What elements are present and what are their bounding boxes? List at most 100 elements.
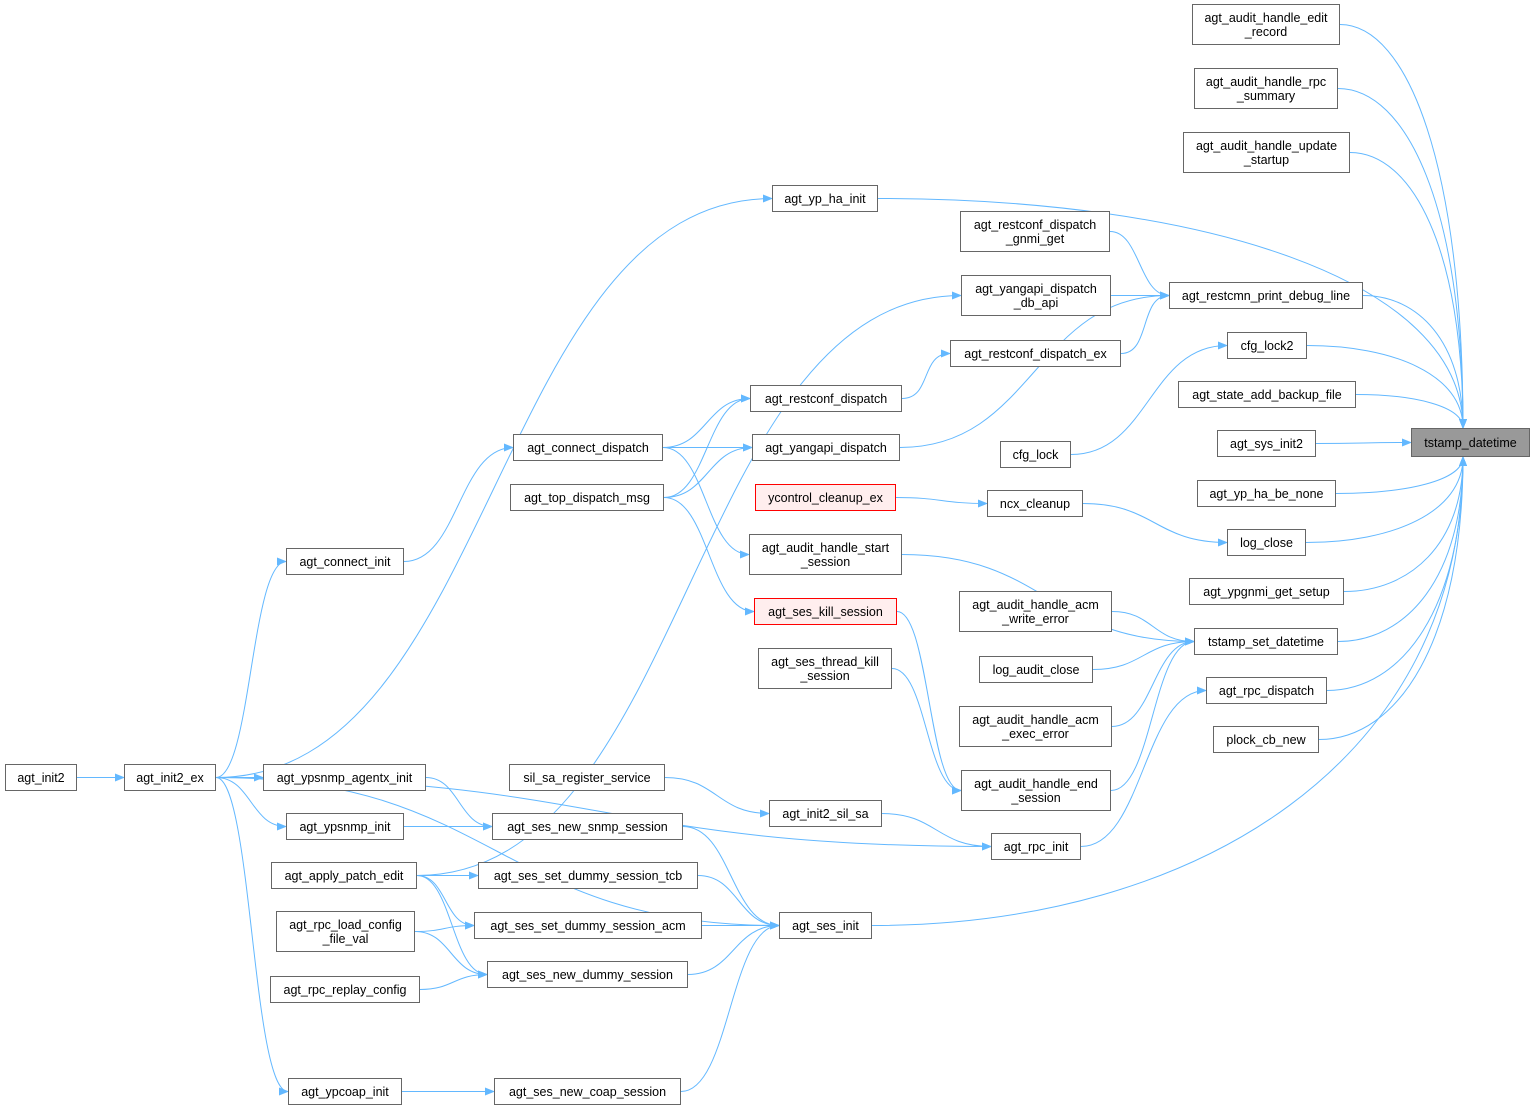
graph-node-restconf-ex[interactable]: agt_restconf_dispatch_ex <box>950 340 1121 367</box>
graph-node-be-none[interactable]: agt_yp_ha_be_none <box>1197 480 1336 507</box>
edge-thread-kill-to-end-session <box>891 668 962 795</box>
edge-ycontrol-cleanup-to-ncx-cleanup <box>895 497 988 508</box>
graph-node-restconf-dispatch[interactable]: agt_restconf_dispatch <box>750 385 902 412</box>
edge-plock-cb-new-to-tstamp-datetime <box>1318 456 1467 740</box>
graph-node-load-config[interactable]: agt_rpc_load_config _file_val <box>276 911 415 952</box>
graph-node-label: agt_rpc_dispatch <box>1218 683 1315 698</box>
graph-node-set-datetime[interactable]: tstamp_set_datetime <box>1194 628 1338 655</box>
graph-node-label: agt_init2_sil_sa <box>782 806 869 821</box>
edge-log-close-to-tstamp-datetime <box>1305 456 1467 543</box>
graph-node-dummy-tcb[interactable]: agt_ses_set_dummy_session_tcb <box>478 862 698 889</box>
graph-node-label: agt_rpc_init <box>1003 839 1069 854</box>
graph-node-label: agt_ses_kill_session <box>768 604 883 619</box>
graph-node-yangapi-dispatch[interactable]: agt_yangapi_dispatch <box>752 434 900 461</box>
graph-node-apply-patch[interactable]: agt_apply_patch_edit <box>271 862 417 889</box>
edge-be-none-to-tstamp-datetime <box>1335 456 1467 494</box>
graph-node-label: agt_audit_handle_rpc _summary <box>1205 74 1327 103</box>
edge-init2-ex-to-connect-init <box>215 557 287 778</box>
graph-node-label: log_audit_close <box>992 662 1080 677</box>
graph-node-acm-write[interactable]: agt_audit_handle_acm _write_error <box>959 591 1112 632</box>
edge-sys-init2-to-tstamp-datetime <box>1315 438 1412 447</box>
edge-init2-ex-to-ypcoap-init <box>215 777 289 1096</box>
edge-connect-dispatch-to-restconf-dispatch <box>662 394 751 448</box>
graph-node-log-close[interactable]: log_close <box>1227 529 1306 556</box>
graph-node-label: agt_sys_init2 <box>1230 436 1303 451</box>
graph-node-ycontrol-cleanup[interactable]: ycontrol_cleanup_ex <box>755 484 896 511</box>
graph-node-cfg-lock[interactable]: cfg_lock <box>1000 441 1071 468</box>
graph-node-ncx-cleanup[interactable]: ncx_cleanup <box>987 490 1083 517</box>
graph-node-label: agt_rpc_load_config _file_val <box>289 917 402 946</box>
graph-node-label: agt_connect_init <box>299 554 391 569</box>
graph-node-label: agt_rpc_replay_config <box>283 982 407 997</box>
graph-node-yp-ha-init[interactable]: agt_yp_ha_init <box>772 185 878 212</box>
edge-load-config-to-dummy-session <box>414 931 488 979</box>
graph-node-coap-session[interactable]: agt_ses_new_coap_session <box>494 1078 681 1105</box>
edge-snmp-session-to-ses-init <box>682 826 780 930</box>
graph-node-start-session[interactable]: agt_audit_handle_start _session <box>749 534 902 575</box>
graph-node-dummy-session[interactable]: agt_ses_new_dummy_session <box>487 961 688 988</box>
graph-node-label: sil_sa_register_service <box>523 770 651 785</box>
graph-node-edit-record[interactable]: agt_audit_handle_edit _record <box>1192 4 1340 45</box>
graph-node-label: ncx_cleanup <box>999 496 1071 511</box>
edge-yangapi-dispatch-to-print-debug <box>899 291 1170 448</box>
graph-node-label: agt_connect_dispatch <box>527 440 649 455</box>
graph-node-tstamp-datetime[interactable]: tstamp_datetime <box>1411 428 1530 457</box>
graph-node-acm-exec[interactable]: agt_audit_handle_acm _exec_error <box>959 706 1112 747</box>
graph-node-ypsnmp-init[interactable]: agt_ypsnmp_init <box>286 813 404 840</box>
graph-node-dummy-acm[interactable]: agt_ses_set_dummy_session_acm <box>474 912 702 939</box>
edge-rpc-init-to-rpc-dispatch <box>1080 686 1207 847</box>
graph-node-gnmi-get[interactable]: agt_restconf_dispatch _gnmi_get <box>960 211 1110 252</box>
graph-node-connect-dispatch[interactable]: agt_connect_dispatch <box>513 434 663 461</box>
graph-node-log-audit-close[interactable]: log_audit_close <box>979 656 1093 683</box>
edge-end-session-to-set-datetime <box>1110 637 1195 791</box>
graph-node-ses-init[interactable]: agt_ses_init <box>779 912 872 939</box>
graph-node-connect-init[interactable]: agt_connect_init <box>286 548 404 575</box>
graph-node-rpc-init[interactable]: agt_rpc_init <box>991 833 1081 860</box>
edge-dummy-tcb-to-ses-init <box>697 875 780 930</box>
graph-node-label: agt_apply_patch_edit <box>284 868 404 883</box>
graph-node-update-startup[interactable]: agt_audit_handle_update _startup <box>1183 132 1350 173</box>
graph-node-top-dispatch[interactable]: agt_top_dispatch_msg <box>510 484 664 511</box>
edge-print-debug-to-tstamp-datetime <box>1362 295 1467 429</box>
graph-node-replay-config[interactable]: agt_rpc_replay_config <box>270 976 420 1003</box>
graph-node-label: agt_top_dispatch_msg <box>524 490 650 505</box>
graph-node-agentx-init[interactable]: agt_ypsnmp_agentx_init <box>263 764 426 791</box>
edge-kill-session-to-end-session <box>896 611 962 795</box>
edge-yp-ha-init-to-tstamp-datetime <box>877 198 1467 429</box>
graph-node-init2-sil-sa[interactable]: agt_init2_sil_sa <box>769 800 882 827</box>
graph-node-sil-sa-reg[interactable]: sil_sa_register_service <box>509 764 665 791</box>
edge-cfg-lock-to-cfg-lock2 <box>1070 341 1228 455</box>
graph-node-backup-file[interactable]: agt_state_add_backup_file <box>1178 381 1356 408</box>
graph-node-plock-cb-new[interactable]: plock_cb_new <box>1213 726 1319 753</box>
graph-node-sys-init2[interactable]: agt_sys_init2 <box>1217 430 1316 457</box>
graph-node-gnmi-setup[interactable]: agt_ypgnmi_get_setup <box>1189 578 1344 605</box>
graph-node-label: agt_yp_ha_be_none <box>1209 486 1324 501</box>
graph-node-label: agt_ses_init <box>792 918 859 933</box>
graph-node-label: agt_restconf_dispatch <box>764 391 888 406</box>
graph-node-print-debug[interactable]: agt_restcmn_print_debug_line <box>1169 282 1363 309</box>
graph-node-label: agt_state_add_backup_file <box>1192 387 1342 402</box>
edge-ses-init-to-tstamp-datetime <box>871 456 1467 926</box>
graph-node-end-session[interactable]: agt_audit_handle_end _session <box>961 770 1111 811</box>
edge-load-config-to-dummy-acm <box>414 921 475 932</box>
graph-node-kill-session[interactable]: agt_ses_kill_session <box>754 598 897 625</box>
graph-node-cfg-lock2[interactable]: cfg_lock2 <box>1227 332 1307 359</box>
graph-node-label: log_close <box>1240 535 1293 550</box>
graph-node-label: agt_restconf_dispatch_ex <box>964 346 1107 361</box>
graph-node-label: agt_ypgnmi_get_setup <box>1203 584 1330 599</box>
graph-node-label: agt_audit_handle_edit _record <box>1204 10 1328 39</box>
graph-node-rpc-dispatch[interactable]: agt_rpc_dispatch <box>1206 677 1327 704</box>
edge-replay-config-to-dummy-session <box>419 970 488 990</box>
graph-node-snmp-session[interactable]: agt_ses_new_snmp_session <box>492 813 683 840</box>
edge-gnmi-get-to-print-debug <box>1109 231 1170 300</box>
edge-coap-session-to-ses-init <box>680 921 780 1092</box>
graph-node-db-api[interactable]: agt_yangapi_dispatch _db_api <box>961 275 1111 316</box>
graph-node-ypcoap-init[interactable]: agt_ypcoap_init <box>288 1078 402 1105</box>
graph-node-label: agt_ypsnmp_init <box>299 819 391 834</box>
graph-node-rpc-summary[interactable]: agt_audit_handle_rpc _summary <box>1194 68 1338 109</box>
edge-init2-ex-to-yp-ha-init <box>215 194 773 778</box>
graph-node-init2-ex[interactable]: agt_init2_ex <box>124 764 216 791</box>
graph-node-init2[interactable]: agt_init2 <box>5 764 77 791</box>
graph-node-thread-kill[interactable]: agt_ses_thread_kill _session <box>758 648 892 689</box>
graph-node-label: agt_restconf_dispatch _gnmi_get <box>973 217 1097 246</box>
